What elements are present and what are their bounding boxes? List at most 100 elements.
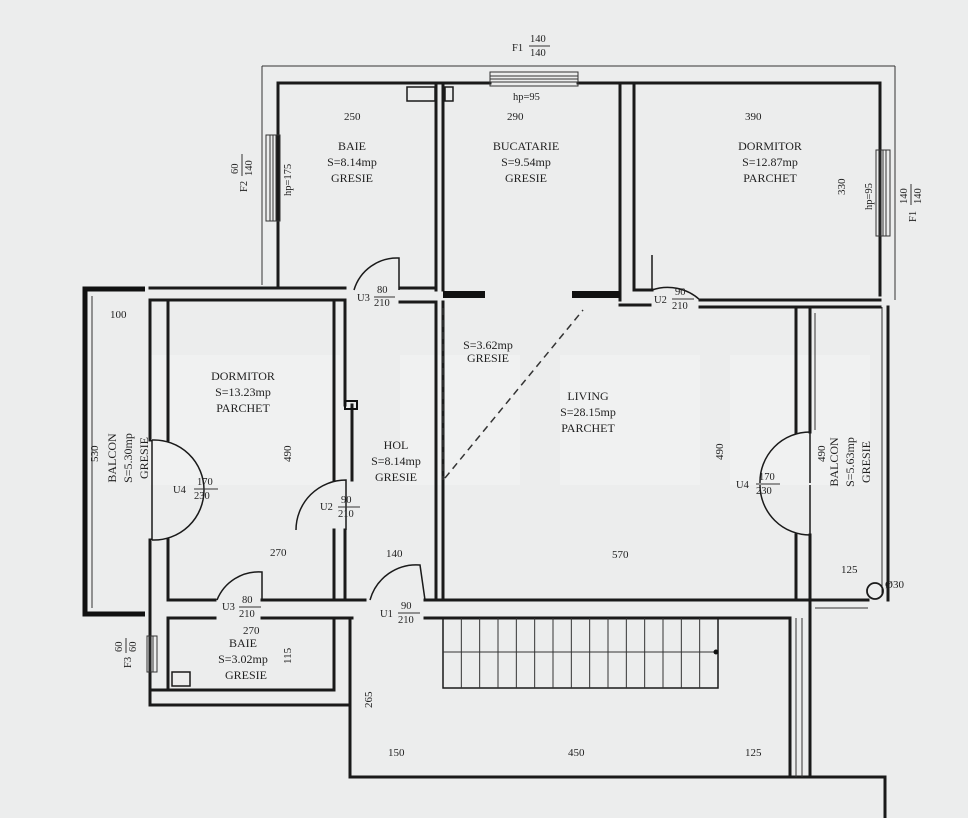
window-height: 60: [128, 642, 139, 653]
room-floor: GRESIE: [859, 441, 873, 483]
room-floor: PARCHET: [216, 401, 270, 415]
room-area: S=3.02mp: [218, 652, 268, 666]
room-baie-small: BAIE S=3.02mp GRESIE: [218, 636, 268, 682]
dim-30: Ø30: [885, 579, 904, 591]
dim-330: 330: [836, 178, 848, 195]
door-width: 170: [759, 472, 775, 483]
dimension-lines: [149, 65, 896, 705]
fixtures: [344, 86, 620, 410]
window-width: 60: [230, 164, 241, 175]
door-swings: [151, 255, 811, 601]
door-label-u4-left: U4 170 230: [173, 477, 218, 502]
room-floor: GRESIE: [467, 351, 509, 365]
room-balcon-right: BALCON S=5.63mp GRESIE: [827, 437, 873, 487]
room-name: BALCON: [105, 433, 119, 483]
window-width: 140: [530, 34, 546, 45]
watermark: [150, 355, 870, 485]
window-height: 140: [913, 188, 924, 204]
room-baie-top: BAIE S=8.14mp GRESIE: [327, 139, 377, 185]
door-width: 80: [377, 285, 388, 296]
window-height: 140: [244, 160, 255, 176]
dim-490-balcon: 490: [816, 445, 828, 462]
room-area: S=5.63mp: [843, 437, 857, 487]
door-width: 170: [197, 477, 213, 488]
window-f3-left: [146, 635, 158, 673]
room-floor: GRESIE: [137, 437, 151, 479]
room-area: S=5.30mp: [121, 433, 135, 483]
door-height: 210: [338, 509, 354, 520]
balcony-rail-left: [82, 286, 145, 617]
room-bucatarie: BUCATARIE S=9.54mp GRESIE: [493, 139, 559, 185]
room-name: DORMITOR: [738, 139, 802, 153]
dim-530: 530: [89, 445, 101, 462]
room-name: BUCATARIE: [493, 139, 559, 153]
room-area: S=13.23mp: [215, 385, 271, 399]
window-label-f3-left: F3 60 60: [114, 638, 139, 668]
room-area: S=28.15mp: [560, 405, 616, 419]
room-dormitor-left: DORMITOR S=13.23mp PARCHET: [211, 369, 275, 415]
room-balcon-left: BALCON S=5.30mp GRESIE: [105, 433, 151, 483]
dim-490-living: 490: [714, 443, 726, 460]
door-label-u3-bottom: U3 80 210: [222, 595, 261, 620]
dim-100: 100: [110, 309, 127, 321]
window-f1-top: [489, 71, 579, 87]
door-label-u4-right: U4 170 230: [736, 472, 780, 497]
window-sill-height: hp=95: [513, 92, 540, 103]
door-name: U1: [380, 609, 393, 620]
dim-390: 390: [745, 111, 762, 123]
walls: [148, 81, 890, 818]
window-label-f2-left: F2 60 140: [230, 154, 255, 192]
room-hall-small: S=3.62mp GRESIE: [463, 338, 513, 365]
window-height: 140: [530, 48, 546, 59]
room-floor: GRESIE: [331, 171, 373, 185]
room-name: BALCON: [827, 437, 841, 487]
room-area: S=8.14mp: [371, 454, 421, 468]
dim-140: 140: [386, 548, 403, 560]
door-height: 210: [672, 301, 688, 312]
door-height: 230: [194, 491, 210, 502]
window-width: 60: [114, 642, 125, 653]
window-name: F1: [512, 43, 523, 54]
room-floor: GRESIE: [225, 668, 267, 682]
room-hol: HOL S=8.14mp GRESIE: [371, 438, 421, 484]
room-dormitor-top: DORMITOR S=12.87mp PARCHET: [738, 139, 802, 185]
dim-290: 290: [507, 111, 524, 123]
dim-490-dorm: 490: [282, 445, 294, 462]
room-area: S=3.62mp: [463, 338, 513, 352]
room-floor: GRESIE: [375, 470, 417, 484]
dim-450: 450: [568, 747, 585, 759]
window-name: F1: [908, 211, 919, 222]
room-floor: PARCHET: [743, 171, 797, 185]
door-height: 210: [239, 609, 255, 620]
door-label-u2-mid: U2 90 210: [320, 495, 360, 520]
room-name: BAIE: [338, 139, 366, 153]
door-name: U2: [654, 295, 667, 306]
door-height: 210: [374, 298, 390, 309]
door-name: U3: [357, 293, 370, 304]
room-floor: PARCHET: [561, 421, 615, 435]
stair-arrow-dot: [713, 649, 719, 655]
window-f1-right: [875, 149, 891, 237]
window-name: F3: [123, 657, 134, 668]
room-name: LIVING: [567, 389, 609, 403]
room-living: LIVING S=28.15mp PARCHET: [560, 389, 616, 435]
room-area: S=9.54mp: [501, 155, 551, 169]
dim-250: 250: [344, 111, 361, 123]
door-name: U4: [173, 485, 187, 496]
dashed-boundaries: [442, 308, 584, 480]
window-name: F2: [239, 181, 250, 192]
dim-270-dorm: 270: [270, 547, 287, 559]
window-sill-height: hp=95: [864, 183, 875, 210]
dim-150: 150: [388, 747, 405, 759]
window-f2-left: [265, 134, 281, 222]
room-name: HOL: [384, 438, 409, 452]
staircase: [442, 617, 719, 689]
door-height: 230: [756, 486, 772, 497]
window-sill-f2-left: hp=175: [283, 164, 294, 196]
dim-125-bottom: 125: [745, 747, 762, 759]
room-area: S=8.14mp: [327, 155, 377, 169]
door-width: 80: [242, 595, 253, 606]
window-width: 140: [899, 188, 910, 204]
door-width: 90: [341, 495, 352, 506]
